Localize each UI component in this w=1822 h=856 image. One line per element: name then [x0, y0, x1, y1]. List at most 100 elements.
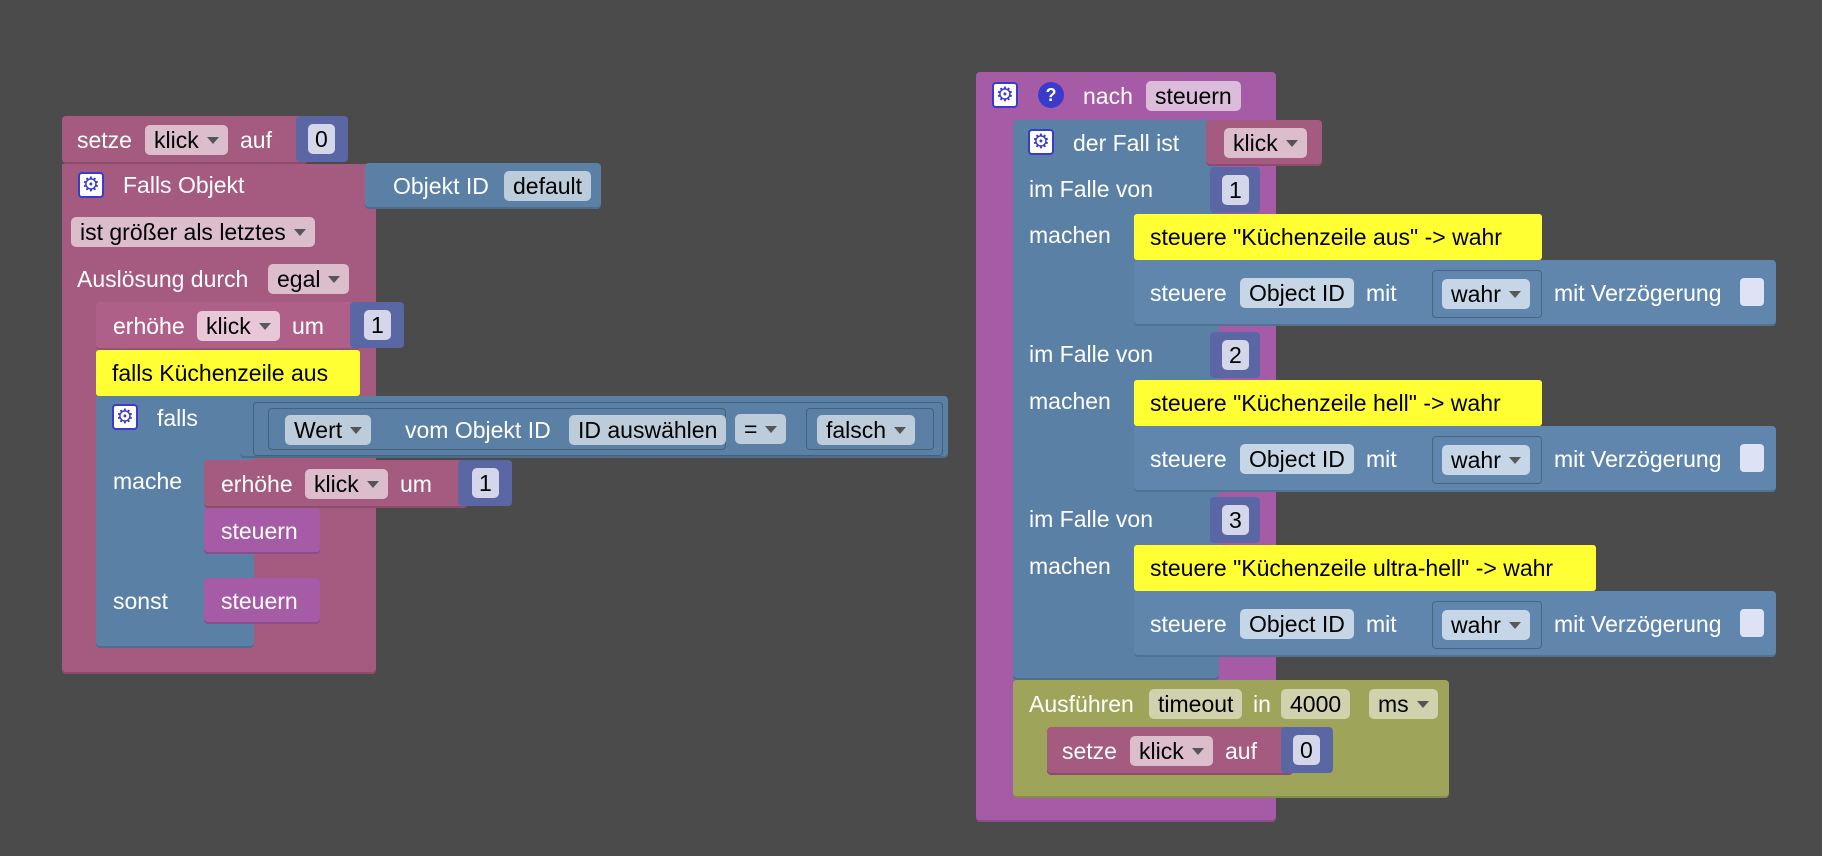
else-label: sonst [113, 588, 168, 614]
delay-checkbox[interactable] [1740, 444, 1764, 472]
timeout-value-field[interactable]: 4000 [1281, 689, 1351, 719]
variable-name: klick [1139, 738, 1184, 764]
variable-get-block[interactable]: klick [1206, 120, 1322, 166]
chevron-down-icon [1191, 748, 1204, 756]
object-id-field[interactable]: Object ID [1240, 278, 1354, 308]
boolean-block[interactable]: wahr [1432, 601, 1542, 649]
trigger-value: egal [277, 266, 321, 292]
number-field[interactable]: 1 [364, 310, 391, 340]
number-field[interactable]: 1 [1222, 175, 1249, 205]
comment-block[interactable]: steuere "Küchenzeile aus" -> wahr [1134, 214, 1542, 260]
control-block[interactable]: steuere Object ID mit wahr mit Verzögeru… [1134, 591, 1776, 657]
by-label: um [400, 471, 432, 497]
boolean-dropdown[interactable]: wahr [1442, 279, 1530, 309]
increment-label: erhöhe [113, 313, 185, 339]
to-label: auf [240, 127, 272, 153]
object-id-field[interactable]: Object ID [1240, 444, 1354, 474]
delay-label: mit Verzögerung [1554, 280, 1722, 306]
number-field[interactable]: 0 [308, 124, 335, 154]
comment-block[interactable]: steuere "Küchenzeile ultra-hell" -> wahr [1134, 545, 1596, 591]
timeout-name-field[interactable]: timeout [1149, 689, 1243, 719]
comment-block[interactable]: steuere "Küchenzeile hell" -> wahr [1134, 380, 1542, 426]
trigger-label: Auslösung durch [77, 266, 249, 292]
function-name-field[interactable]: steuern [1146, 81, 1241, 111]
in-label: in [1253, 691, 1271, 717]
case-label: im Falle von [1029, 506, 1153, 532]
number-block[interactable]: 0 [1281, 727, 1333, 773]
variable-name: klick [1233, 130, 1278, 156]
gear-icon[interactable]: ⚙ [1028, 129, 1054, 155]
chevron-down-icon [366, 481, 379, 489]
set-variable-block[interactable]: setze klick auf [62, 116, 308, 164]
delay-label: mit Verzögerung [1554, 611, 1722, 637]
number-field[interactable]: 3 [1222, 505, 1249, 535]
object-id-select-field[interactable]: ID auswählen [569, 415, 727, 445]
boolean-value: falsch [826, 417, 887, 443]
boolean-block[interactable]: wahr [1432, 270, 1542, 318]
help-icon[interactable]: ? [1038, 82, 1064, 108]
number-block[interactable]: 2 [1210, 332, 1260, 378]
set-label: setze [77, 127, 132, 153]
boolean-block[interactable]: wahr [1432, 436, 1542, 484]
number-block[interactable]: 1 [1210, 167, 1260, 213]
control-block[interactable]: steuere Object ID mit wahr mit Verzögeru… [1134, 426, 1776, 492]
operator-dropdown[interactable]: = [735, 414, 787, 444]
number-block[interactable]: 1 [350, 302, 404, 348]
with-label: mit [1366, 611, 1397, 637]
boolean-dropdown[interactable]: wahr [1442, 445, 1530, 475]
chevron-down-icon [350, 427, 363, 435]
gear-icon[interactable]: ⚙ [112, 404, 138, 430]
delay-checkbox[interactable] [1740, 278, 1764, 306]
object-id-block[interactable]: Objekt ID default [365, 163, 601, 209]
operator-value: = [744, 416, 758, 442]
variable-dropdown[interactable]: klick [145, 125, 228, 155]
variable-dropdown[interactable]: klick [197, 311, 280, 341]
boolean-block[interactable]: falsch [806, 408, 934, 450]
number-block[interactable]: 3 [1210, 497, 1260, 543]
comment-block[interactable]: falls Küchenzeile aus [96, 350, 360, 396]
chevron-down-icon [765, 426, 778, 434]
by-label: um [292, 313, 324, 339]
increment-label: erhöhe [221, 471, 293, 497]
do-label: mache [113, 468, 183, 494]
control-label: steuere [1150, 446, 1227, 472]
compare-expression[interactable]: Wert vom Objekt ID ID auswählen = falsch [253, 402, 943, 456]
call-function-block[interactable]: steuern [204, 508, 320, 554]
object-id-field[interactable]: Object ID [1240, 609, 1354, 639]
condition-dropdown[interactable]: ist größer als letztes [71, 217, 315, 247]
call-function-block[interactable]: steuern [204, 578, 320, 624]
increment-block[interactable]: erhöhe klick um [204, 460, 468, 508]
comment-text: steuere "Küchenzeile ultra-hell" -> wahr [1150, 555, 1554, 581]
chevron-down-icon [293, 229, 306, 237]
object-id-field[interactable]: default [504, 171, 592, 201]
gear-icon[interactable]: ⚙ [78, 172, 104, 198]
variable-dropdown[interactable]: klick [1130, 736, 1213, 766]
value-of-object-block[interactable]: Wert vom Objekt ID ID auswählen [268, 408, 727, 450]
function-call-label: steuern [221, 518, 298, 544]
case-label: im Falle von [1029, 176, 1153, 202]
boolean-dropdown[interactable]: falsch [817, 415, 916, 445]
set-variable-block[interactable]: setze klick auf [1047, 727, 1293, 775]
boolean-dropdown[interactable]: wahr [1442, 610, 1530, 640]
unit-dropdown[interactable]: ms [1369, 689, 1438, 719]
switch-label: der Fall ist [1073, 130, 1180, 156]
gear-icon[interactable]: ⚙ [992, 82, 1018, 108]
number-block[interactable]: 0 [296, 116, 348, 162]
variable-dropdown[interactable]: klick [1224, 128, 1307, 158]
value-dropdown[interactable]: Wert [285, 415, 372, 445]
number-field[interactable]: 2 [1222, 340, 1249, 370]
chevron-down-icon [258, 323, 271, 331]
variable-dropdown[interactable]: klick [305, 469, 388, 499]
number-field[interactable]: 1 [472, 468, 499, 498]
of-object-label: vom Objekt ID [405, 417, 551, 443]
increment-block[interactable]: erhöhe klick um [96, 302, 360, 350]
trigger-dropdown[interactable]: egal [268, 264, 350, 294]
comment-text: falls Küchenzeile aus [112, 360, 329, 386]
delay-checkbox[interactable] [1740, 609, 1764, 637]
unit-value: ms [1378, 691, 1409, 717]
number-block[interactable]: 1 [458, 460, 512, 506]
boolean-value: wahr [1451, 281, 1501, 307]
number-field[interactable]: 0 [1293, 735, 1320, 765]
condition-value: ist größer als letztes [80, 219, 286, 245]
control-block[interactable]: steuere Object ID mit wahr mit Verzögeru… [1134, 260, 1776, 326]
